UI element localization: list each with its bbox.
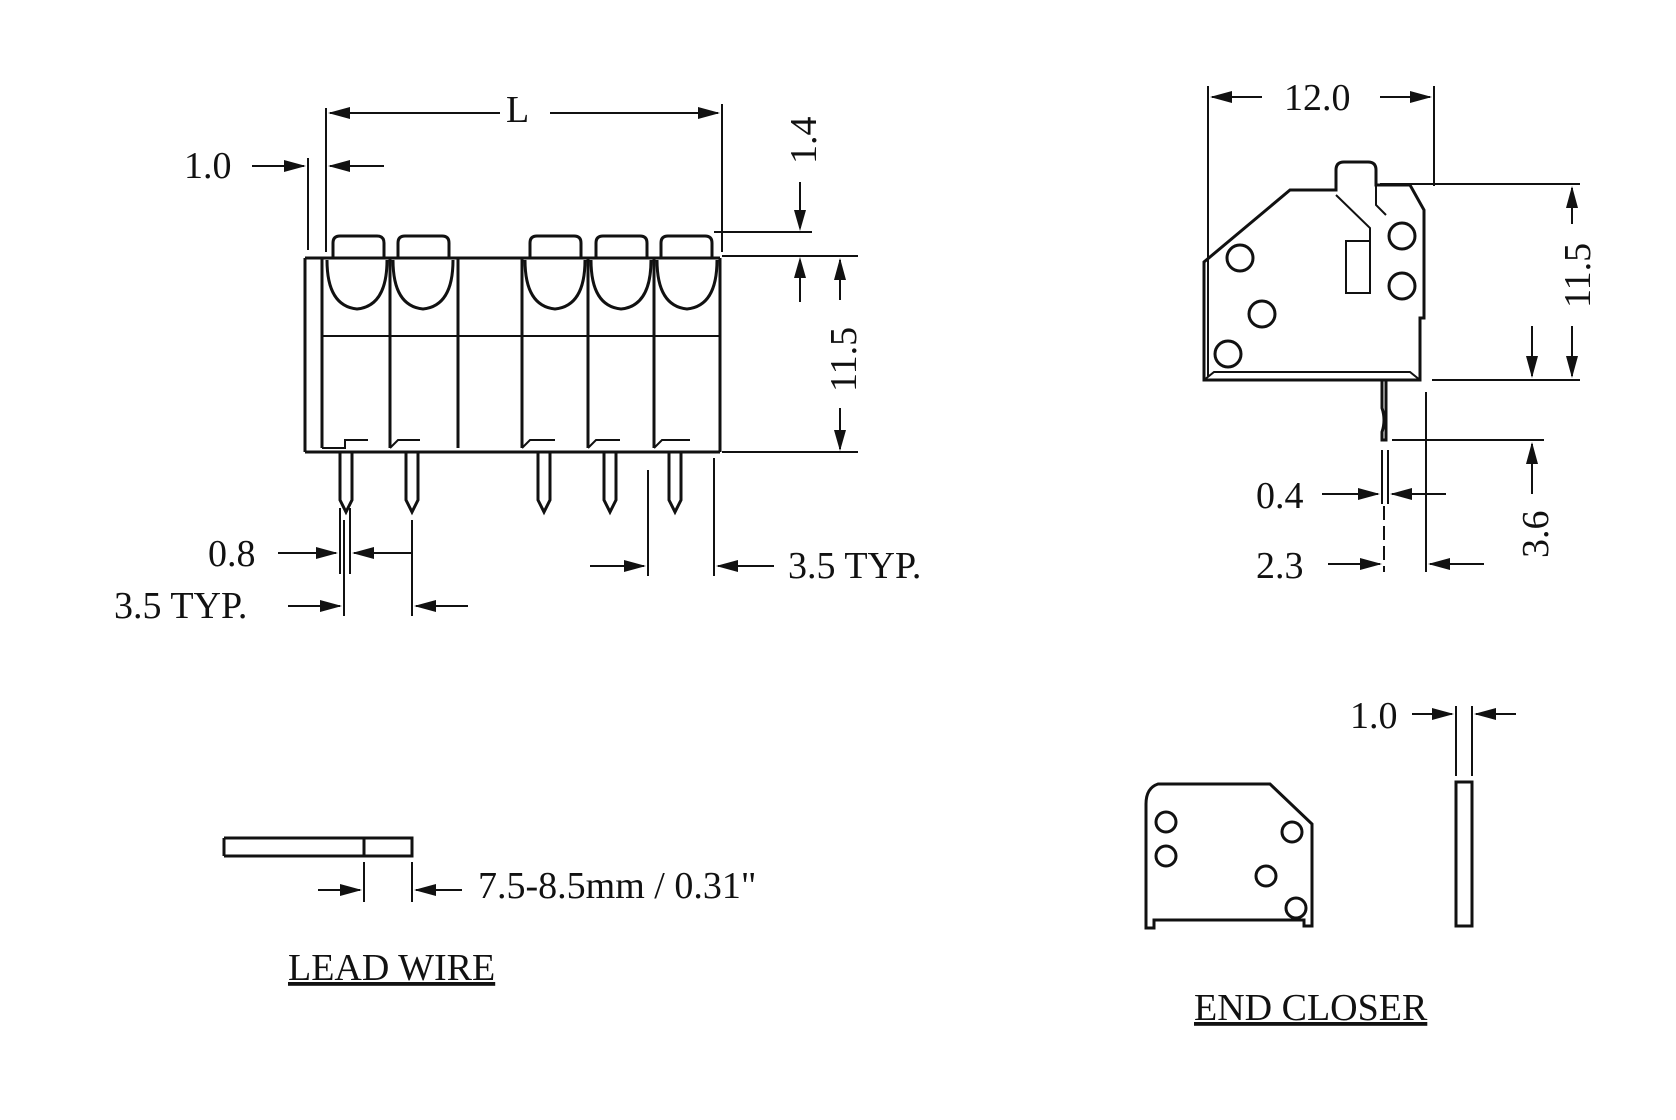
wire-entry-holes [325, 234, 719, 311]
end-closer-caption: END CLOSER [1194, 987, 1428, 1029]
front-view: L 1.0 1.4 11.5 [114, 89, 921, 627]
dim-pin-offset: 2.3 [1256, 392, 1484, 587]
dim-length: L [325, 89, 723, 252]
side-height-label: 11.5 [1557, 243, 1599, 308]
closer-thickness-label: 1.0 [1350, 695, 1398, 737]
body-height-label: 11.5 [823, 327, 865, 392]
dim-pin-width: 0.8 [208, 508, 412, 575]
edge-offset-label: 1.0 [184, 145, 232, 187]
front-pins [338, 452, 683, 516]
side-body [1202, 160, 1426, 382]
dim-body-height: 11.5 [722, 258, 865, 453]
pin-length-label: 3.6 [1515, 511, 1557, 559]
dim-edge-offset: 1.0 [184, 145, 384, 250]
lead-wire: 7.5-8.5mm / 0.31" LEAD WIRE [222, 836, 756, 989]
dim-side-height: 11.5 [1380, 183, 1599, 381]
length-label: L [506, 89, 529, 131]
lead-wire-caption: LEAD WIRE [288, 947, 495, 989]
dim-button-height: 1.4 [714, 117, 858, 302]
dim-pitch-right: 3.5 TYP. [590, 458, 921, 587]
side-width-label: 12.0 [1284, 77, 1351, 119]
strip-length-label: 7.5-8.5mm / 0.31" [478, 865, 756, 907]
pin-thickness-label: 0.4 [1256, 475, 1304, 517]
dim-pitch-left: 3.5 TYP. [114, 520, 468, 627]
pin-offset-label: 2.3 [1256, 545, 1304, 587]
end-closer: 1.0 END CLOSER [1144, 695, 1516, 1029]
pitch-left-label: 3.5 TYP. [114, 585, 247, 627]
pitch-right-label: 3.5 TYP. [788, 545, 921, 587]
dim-pin-thickness: 0.4 [1256, 450, 1446, 517]
button-height-label: 1.4 [783, 117, 825, 165]
pin-width-label: 0.8 [208, 533, 256, 575]
side-pin [1380, 380, 1388, 442]
front-body [303, 256, 722, 454]
dim-pin-length: 3.6 [1392, 439, 1557, 559]
side-view: 12.0 11.5 0.4 [1202, 77, 1599, 587]
dim-side-width: 12.0 [1207, 77, 1435, 376]
